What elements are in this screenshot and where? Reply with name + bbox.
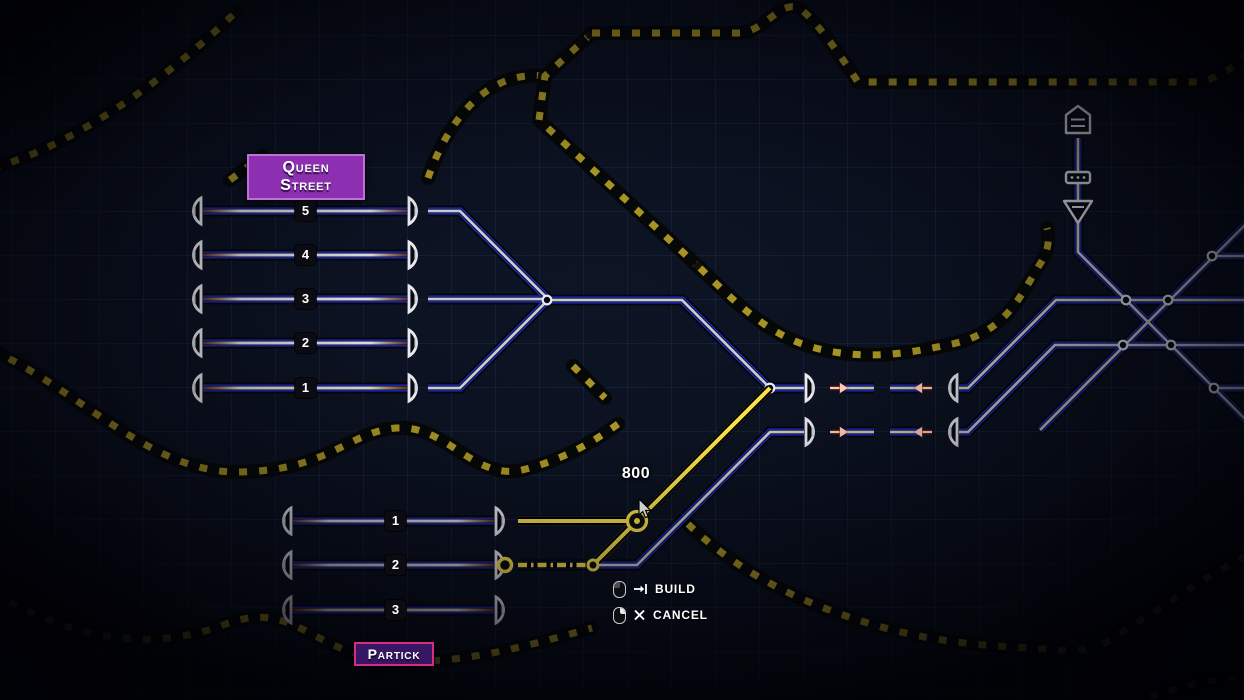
signal-triangle-icon[interactable] bbox=[1062, 199, 1094, 225]
exit-portal-caps[interactable] bbox=[804, 373, 959, 447]
build-start-marker[interactable] bbox=[496, 556, 514, 574]
build-branch-node[interactable] bbox=[586, 558, 600, 572]
context-menu-cancel[interactable]: CANCEL bbox=[613, 606, 708, 624]
platform-end-caps[interactable] bbox=[192, 196, 505, 625]
cancel-label: CANCEL bbox=[653, 608, 708, 622]
junction-nodes[interactable] bbox=[541, 250, 1220, 394]
build-cost-label: 800 bbox=[621, 465, 651, 482]
platform-number: 4 bbox=[295, 245, 316, 265]
mouse-left-button-icon bbox=[613, 580, 626, 598]
platform-number: 5 bbox=[295, 201, 316, 221]
station-label-partick[interactable]: Partick bbox=[354, 642, 434, 666]
platform-number: 3 bbox=[385, 600, 406, 620]
platform-number: 2 bbox=[295, 333, 316, 353]
mouse-right-button-icon bbox=[613, 606, 626, 624]
depot-icon[interactable] bbox=[1064, 104, 1092, 135]
sensor-icon[interactable] bbox=[1064, 170, 1092, 185]
platform-number: 1 bbox=[385, 511, 406, 531]
platform-number: 1 bbox=[295, 378, 316, 398]
station-label-queen-street[interactable]: Queen Street bbox=[247, 154, 365, 200]
platform-number: 3 bbox=[295, 289, 316, 309]
context-menu-build[interactable]: BUILD bbox=[613, 580, 696, 598]
build-label: BUILD bbox=[655, 582, 696, 596]
cancel-x-icon bbox=[634, 609, 645, 621]
build-arrow-icon bbox=[634, 584, 647, 594]
platform-number: 2 bbox=[385, 555, 406, 575]
